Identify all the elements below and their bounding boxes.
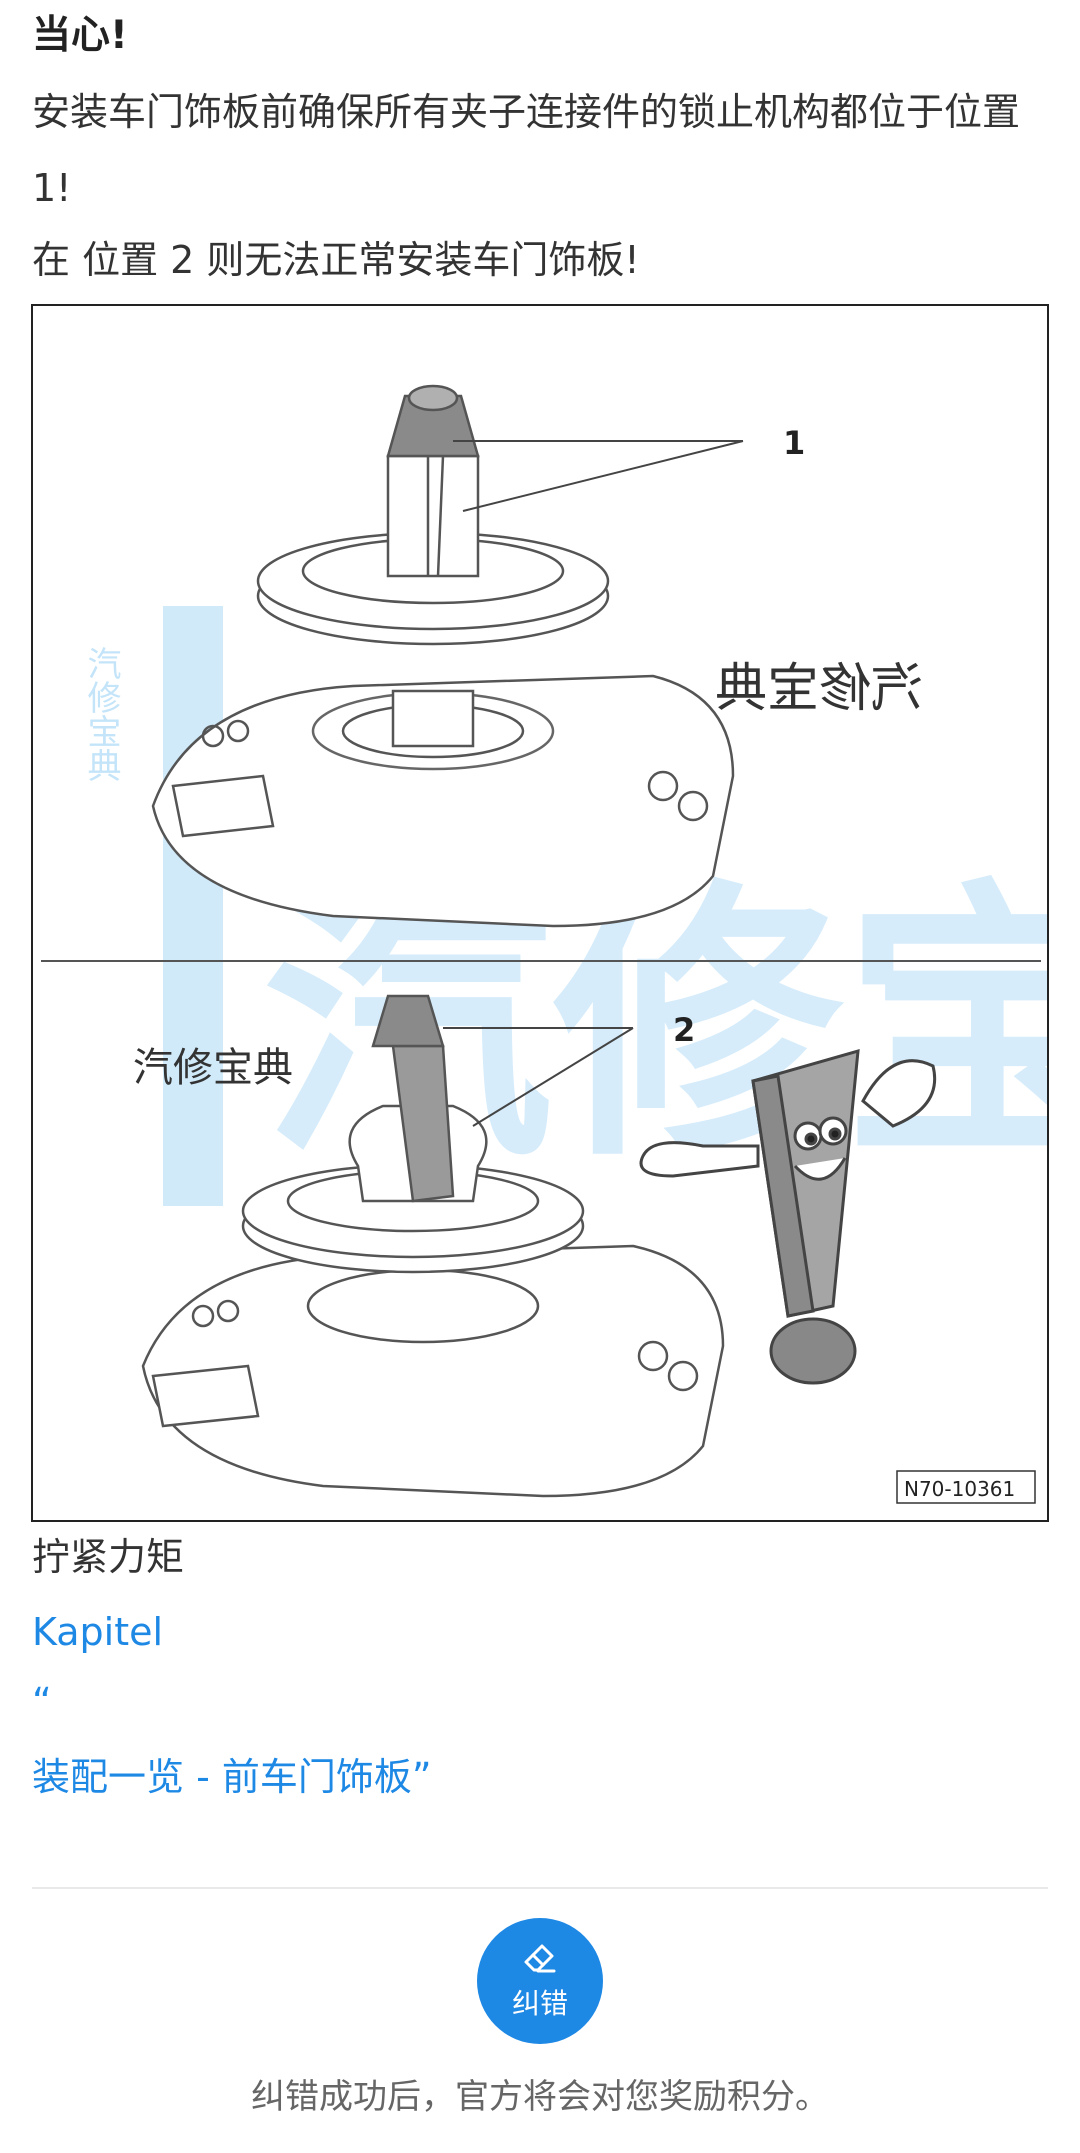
error-correction-label: 纠错	[511, 1987, 568, 2020]
clip-position-1-illustration	[151, 384, 744, 928]
caution-text-position-1: 安装车门饰板前确保所有夹子连接件的锁止机构都位于位置 1!	[32, 90, 1021, 210]
figure-code: N70-10361	[904, 1477, 1015, 1501]
clip-diagram: 汽修宝典	[41, 384, 1047, 1504]
warning-mascot-icon	[639, 1048, 937, 1385]
label-position-1: 1	[783, 424, 805, 462]
torque-heading: 拧紧力矩	[32, 1535, 185, 1579]
caution-text-position-2: 在 位置 2 则无法正常安装车门饰板!	[32, 238, 640, 282]
watermark-vertical-text: 汽修宝典	[81, 646, 121, 782]
eraser-icon	[524, 1944, 556, 1973]
kapitel-link[interactable]: Kapitel	[32, 1610, 164, 1654]
watermark-mirrored-text: 汽修宝典	[715, 659, 923, 719]
mirrored-watermark: 汽修宝典	[715, 659, 923, 719]
assembly-overview-link[interactable]: 装配一览 - 前车门饰板”	[32, 1755, 432, 1799]
label-position-2: 2	[673, 1011, 695, 1049]
caution-title: 当心!	[32, 13, 128, 58]
reward-text: 纠错成功后，官方将会对您奖励积分。	[251, 2077, 829, 2117]
watermark-small-text: 汽修宝典	[133, 1045, 293, 1091]
divider	[32, 1887, 1048, 1889]
error-correction-button[interactable]: 纠错	[477, 1918, 603, 2044]
clip-position-2-illustration	[141, 994, 725, 1498]
clip-diagram-figure: 汽修宝典	[31, 304, 1049, 1522]
figure-code-box	[896, 1470, 1036, 1504]
quote-open-link[interactable]: “	[32, 1680, 52, 1724]
